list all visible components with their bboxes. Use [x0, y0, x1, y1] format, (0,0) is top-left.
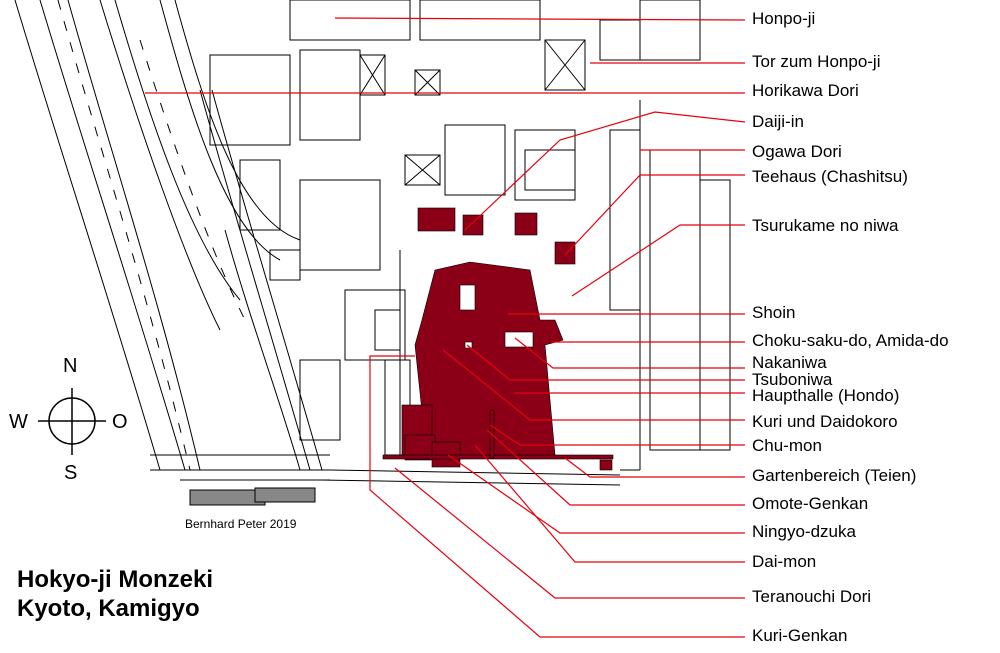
leader-line — [442, 349, 745, 421]
leader-line — [464, 111, 746, 231]
map-label: Gartenbereich (Teien) — [752, 466, 917, 485]
map-label: Omote-Genkan — [752, 494, 869, 513]
map-label: Daiji-in — [752, 112, 804, 131]
street-outlines — [14, 0, 621, 506]
map-label: Haupthalle (Hondo) — [752, 386, 900, 405]
map-label: Kuri und Daidokoro — [752, 412, 898, 431]
compass-east: O — [112, 411, 128, 433]
leader-line — [571, 224, 745, 297]
leader-line — [447, 454, 745, 534]
compass-rose-icon — [38, 388, 106, 455]
leader-line — [466, 344, 745, 381]
map-label: Choku-saku-do, Amida-do — [752, 331, 949, 350]
leader-line — [489, 424, 745, 446]
map-title: Hokyo-ji Monzeki Kyoto, Kamigyo — [17, 565, 213, 623]
leader-lines — [145, 17, 746, 638]
compass-south: S — [64, 462, 78, 484]
leader-line — [564, 174, 745, 256]
map-label: Teehaus (Chashitsu) — [752, 167, 908, 186]
map-label: Dai-mon — [752, 552, 817, 571]
leader-line — [564, 457, 745, 478]
map-label: Tsuboniwa — [752, 370, 833, 389]
building-outlines — [209, 0, 731, 471]
map-label: Honpo-ji — [752, 9, 816, 28]
title-line-2: Kyoto, Kamigyo — [17, 595, 200, 622]
leader-line — [394, 467, 745, 599]
map-label: Kuri-Genkan — [752, 626, 848, 645]
map-label: Nakaniwa — [752, 353, 827, 372]
leader-line — [369, 355, 745, 638]
map-label: Shoin — [752, 303, 796, 322]
hokyo-ji-buildings — [382, 207, 614, 471]
leader-line — [334, 17, 746, 21]
map-label: Horikawa Dori — [752, 81, 859, 100]
map-label: Tor zum Honpo-ji — [752, 52, 881, 71]
leader-line — [486, 429, 745, 506]
map-label: Tsurukame no niwa — [752, 216, 899, 235]
courtyards — [459, 284, 534, 349]
map-label: Teranouchi Dori — [752, 587, 872, 606]
map-label: Chu-mon — [752, 436, 822, 455]
map-label: Ogawa Dori — [752, 142, 842, 161]
compass-west: W — [9, 411, 28, 433]
title-line-1: Hokyo-ji Monzeki — [17, 566, 214, 593]
leader-line — [514, 337, 745, 369]
author-credit: Bernhard Peter 2019 — [185, 517, 297, 531]
map-label: Ningyo-dzuka — [752, 522, 856, 541]
leader-line — [474, 444, 745, 563]
compass-north: N — [63, 355, 78, 377]
